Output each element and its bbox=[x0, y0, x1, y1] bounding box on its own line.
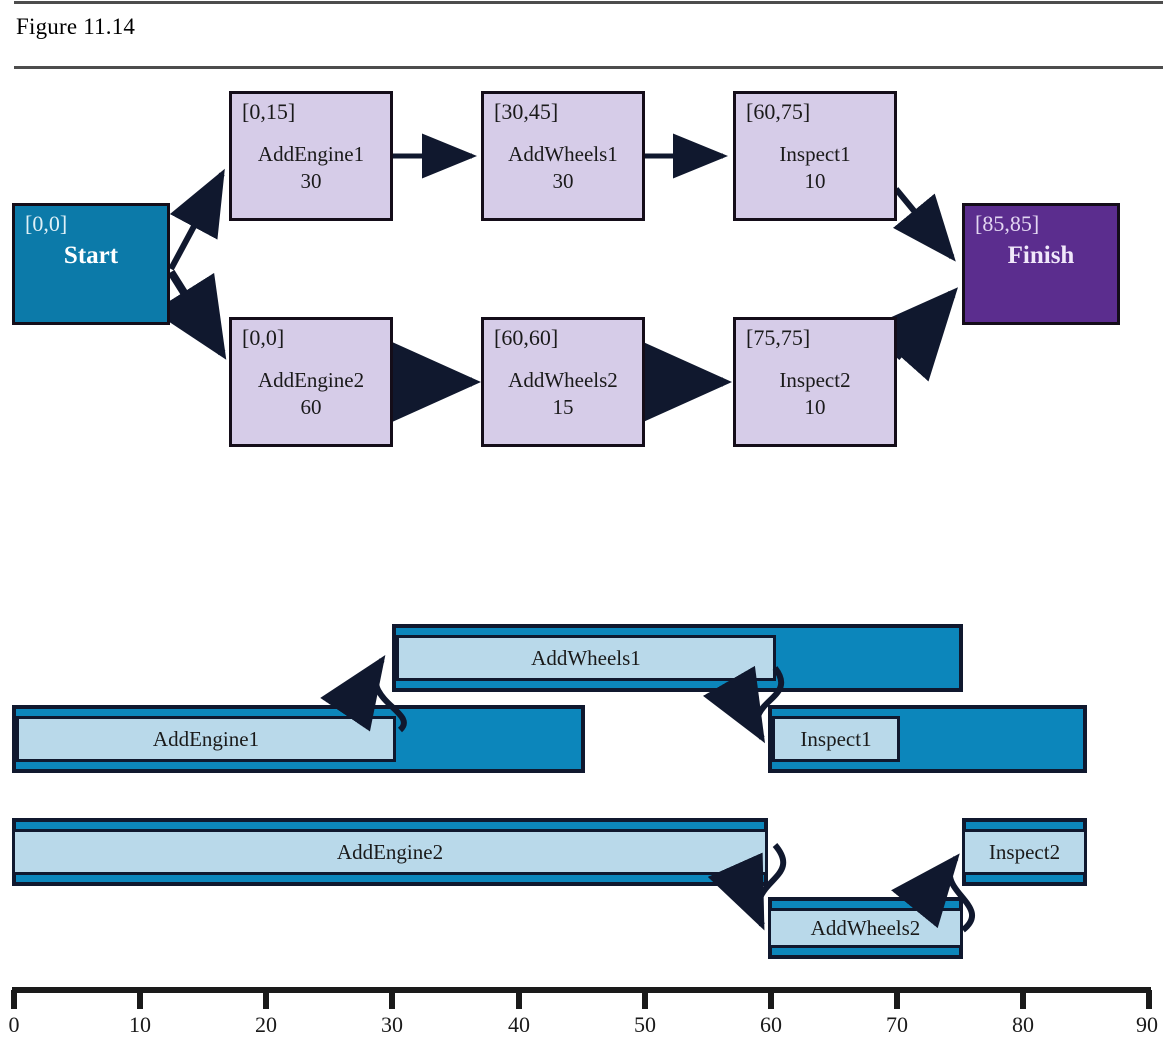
axis-label-80: 80 bbox=[1012, 1012, 1034, 1037]
node-start-title: Start bbox=[63, 242, 119, 270]
node-inspect1-label: Inspect1 bbox=[779, 142, 851, 167]
axis-label-10: 10 bbox=[129, 1012, 151, 1037]
axis-label-0: 0 bbox=[8, 1012, 20, 1037]
axis-label-50: 50 bbox=[634, 1012, 656, 1037]
node-inspect2[interactable]: [75,75] Inspect2 10 bbox=[733, 317, 897, 447]
node-addengine1-bracket: [0,15] bbox=[242, 99, 296, 124]
node-addwheels1-bracket: [30,45] bbox=[494, 99, 559, 124]
node-addengine2-bracket: [0,0] bbox=[242, 325, 285, 350]
node-addwheels2-duration: 15 bbox=[552, 395, 574, 420]
node-inspect1[interactable]: [60,75] Inspect1 10 bbox=[733, 91, 897, 221]
node-addengine2[interactable]: [0,0] AddEngine2 60 bbox=[229, 317, 393, 447]
axis-label-60: 60 bbox=[760, 1012, 782, 1037]
diagram-edges bbox=[153, 133, 958, 423]
node-addengine2-label: AddEngine2 bbox=[257, 368, 365, 393]
node-addwheels1[interactable]: [30,45] AddWheels1 30 bbox=[481, 91, 645, 221]
node-inspect1-duration: 10 bbox=[804, 169, 826, 194]
header-rule-bottom bbox=[14, 66, 1163, 69]
node-addwheels1-duration: 30 bbox=[552, 169, 574, 194]
node-inspect2-duration: 10 bbox=[804, 395, 826, 420]
axis-label-90: 90 bbox=[1136, 1012, 1158, 1037]
header-rule-top bbox=[14, 1, 1163, 4]
node-addwheels1-label: AddWheels1 bbox=[508, 142, 618, 167]
node-addengine1-label: AddEngine1 bbox=[257, 142, 365, 167]
node-finish-title: Finish bbox=[1007, 242, 1075, 270]
node-addengine2-duration: 60 bbox=[300, 395, 322, 420]
axis-label-70: 70 bbox=[886, 1012, 908, 1037]
node-inspect2-bracket: [75,75] bbox=[746, 325, 811, 350]
axis-label-20: 20 bbox=[255, 1012, 277, 1037]
node-addwheels2[interactable]: [60,60] AddWheels2 15 bbox=[481, 317, 645, 447]
node-inspect1-bracket: [60,75] bbox=[746, 99, 811, 124]
axis-label-30: 30 bbox=[381, 1012, 403, 1037]
axis-label-40: 40 bbox=[508, 1012, 530, 1037]
node-finish[interactable]: [85,85] Finish bbox=[962, 203, 1120, 325]
node-start-bracket: [0,0] bbox=[25, 211, 68, 236]
node-addengine1-duration: 30 bbox=[300, 169, 322, 194]
node-addwheels2-bracket: [60,60] bbox=[494, 325, 559, 350]
node-inspect2-label: Inspect2 bbox=[779, 368, 851, 393]
node-start[interactable]: [0,0] Start bbox=[12, 203, 170, 325]
network-diagram: [0,0] Start [85,85] Finish [0,15] AddEng… bbox=[0, 72, 1163, 472]
figure-header: Figure 11.14 bbox=[0, 0, 1163, 72]
node-addengine1[interactable]: [0,15] AddEngine1 30 bbox=[229, 91, 393, 221]
node-addwheels2-label: AddWheels2 bbox=[508, 368, 618, 393]
figure-caption: Figure 11.14 bbox=[16, 14, 136, 39]
node-finish-bracket: [85,85] bbox=[975, 211, 1040, 236]
